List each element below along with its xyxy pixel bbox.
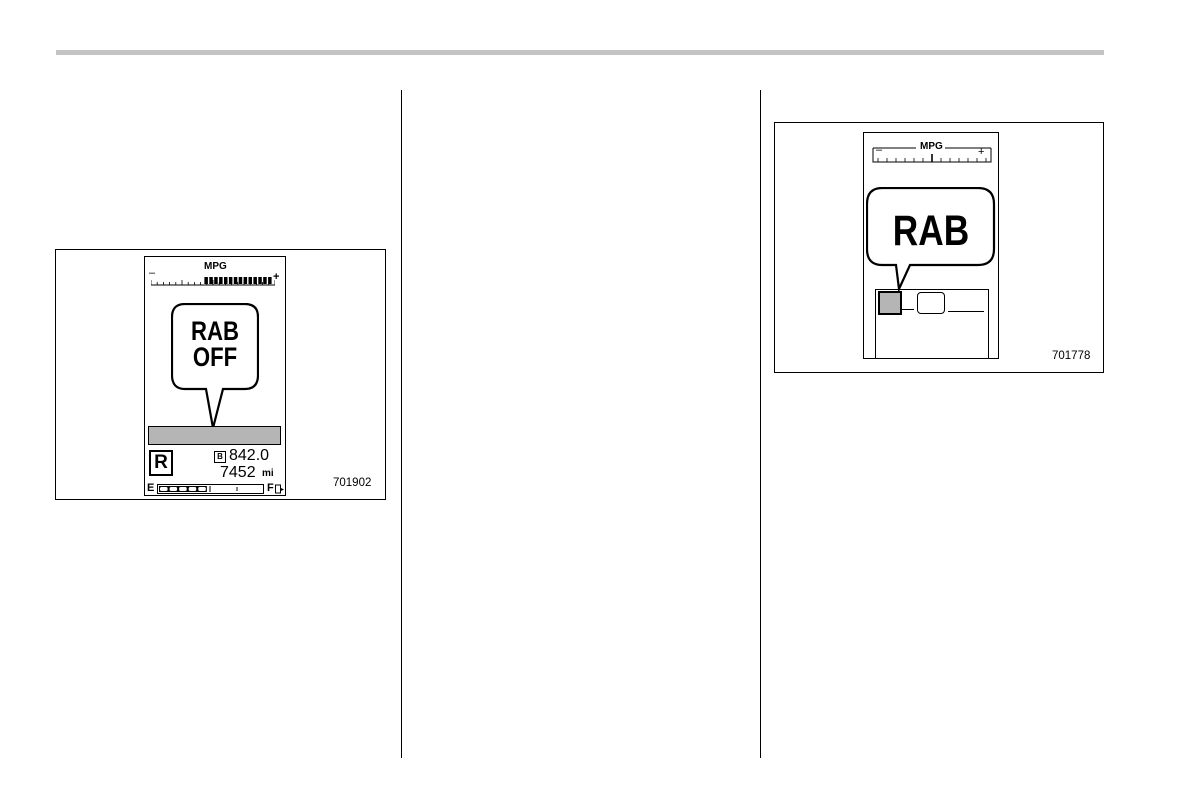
figure-rab: MPG – + RAB 701778	[774, 122, 1104, 373]
fuel-pump-icon	[275, 484, 285, 494]
indicator-line	[948, 311, 984, 312]
display-screen: MPG – + RAB OFF R B 842.0 7452 mi E	[144, 256, 286, 496]
trip-value: 842.0	[229, 447, 269, 464]
fuel-gauge-bar	[157, 484, 265, 495]
indicator-underline	[902, 309, 914, 310]
header-rule	[56, 50, 1104, 55]
figure-number: 701902	[333, 477, 371, 489]
bubble-line-2: OFF	[179, 345, 251, 370]
trip-b-marker: B	[214, 451, 226, 463]
mpg-gauge-frame	[872, 143, 992, 165]
mpg-gauge-bar	[151, 271, 275, 289]
mpg-segment	[224, 277, 228, 284]
fuel-segment	[160, 487, 168, 491]
highlighted-indicator	[878, 291, 902, 315]
odometer-value: 7452	[220, 464, 256, 481]
gear-indicator: R	[149, 450, 173, 476]
fuel-segment	[170, 487, 178, 491]
mpg-segment	[214, 277, 218, 284]
mpg-segment	[234, 277, 238, 284]
display-screen: MPG – + RAB	[863, 132, 999, 359]
mpg-segment	[249, 277, 253, 284]
mpg-segment	[253, 277, 257, 284]
mpg-segment	[268, 277, 272, 284]
mpg-segment	[229, 277, 233, 284]
column-divider-right	[760, 90, 761, 758]
fuel-segment	[189, 487, 197, 491]
mpg-segment	[258, 277, 262, 284]
message-bar-highlight	[148, 426, 281, 445]
fuel-full-label: F	[267, 483, 274, 494]
odometer-unit: mi	[262, 468, 274, 480]
mpg-segment	[244, 277, 248, 284]
mpg-segment	[204, 277, 208, 284]
bubble-text: RAB	[878, 211, 985, 251]
column-divider-left	[401, 90, 402, 758]
fuel-segment	[179, 487, 187, 491]
mpg-segment	[219, 277, 223, 284]
fuel-segment	[198, 487, 206, 491]
mpg-segment	[263, 277, 267, 284]
fuel-empty-label: E	[147, 483, 154, 494]
mpg-segment	[239, 277, 243, 284]
figure-rab-off: MPG – + RAB OFF R B 842.0 7452 mi E	[55, 249, 386, 500]
empty-indicator-box	[917, 292, 945, 314]
bubble-line-1: RAB	[179, 319, 251, 344]
mpg-segment	[209, 277, 213, 284]
figure-number: 701778	[1052, 350, 1090, 362]
